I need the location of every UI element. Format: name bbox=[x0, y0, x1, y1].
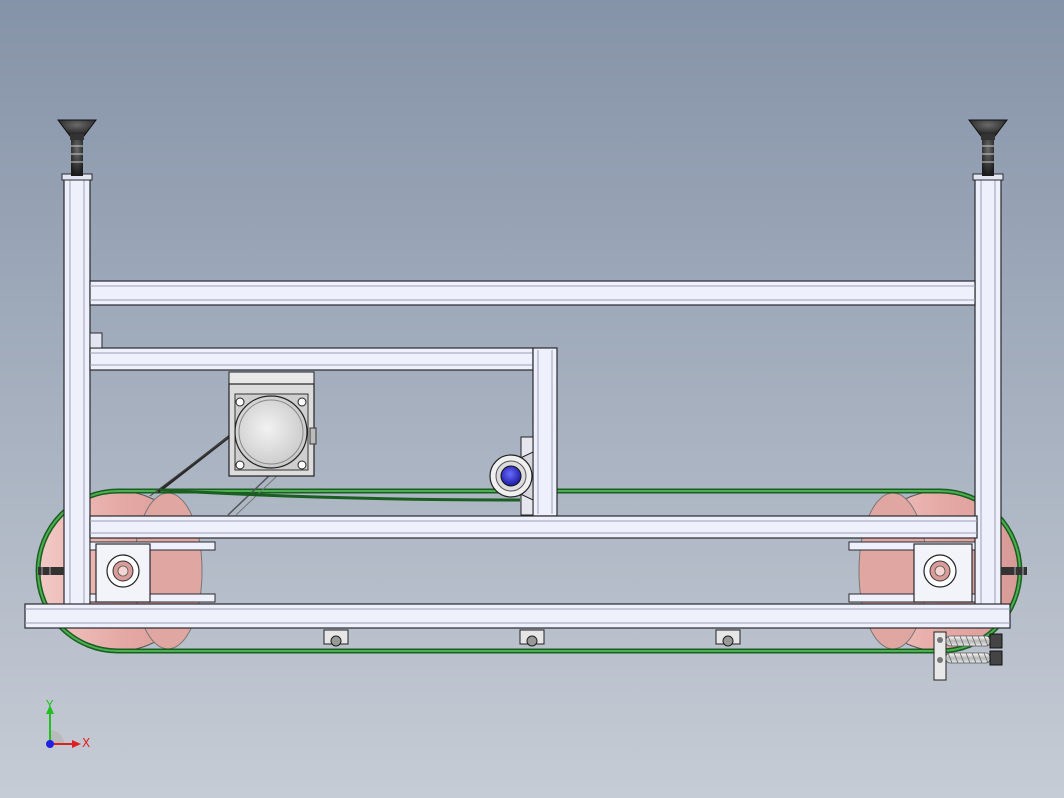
triad-axes-icon bbox=[46, 705, 81, 748]
top-crossbeam bbox=[89, 280, 976, 306]
left-leg-post bbox=[61, 173, 93, 607]
left-bearing-housing bbox=[38, 541, 216, 603]
right-leg-post bbox=[972, 173, 1004, 607]
gear-motor bbox=[228, 371, 317, 477]
triad-y-label: Y bbox=[46, 698, 54, 712]
belt-clamp-1 bbox=[323, 629, 349, 647]
motor-support-beam bbox=[89, 332, 534, 371]
motor-support-post bbox=[532, 347, 558, 517]
belt-tensioner bbox=[933, 631, 1003, 681]
drive-belt bbox=[149, 430, 521, 516]
bottom-base-beam bbox=[24, 603, 1011, 629]
belt-support-beam bbox=[89, 515, 978, 539]
belt-clamp-3 bbox=[715, 629, 741, 647]
right-bearing-housing bbox=[848, 541, 1027, 603]
right-leveling-foot bbox=[968, 119, 1008, 176]
pillow-block-bearing bbox=[489, 436, 534, 516]
left-leveling-foot bbox=[57, 119, 97, 176]
belt-clamp-2 bbox=[519, 629, 545, 647]
triad-x-label: X bbox=[82, 736, 91, 750]
coordinate-triad: Y X bbox=[36, 698, 106, 760]
